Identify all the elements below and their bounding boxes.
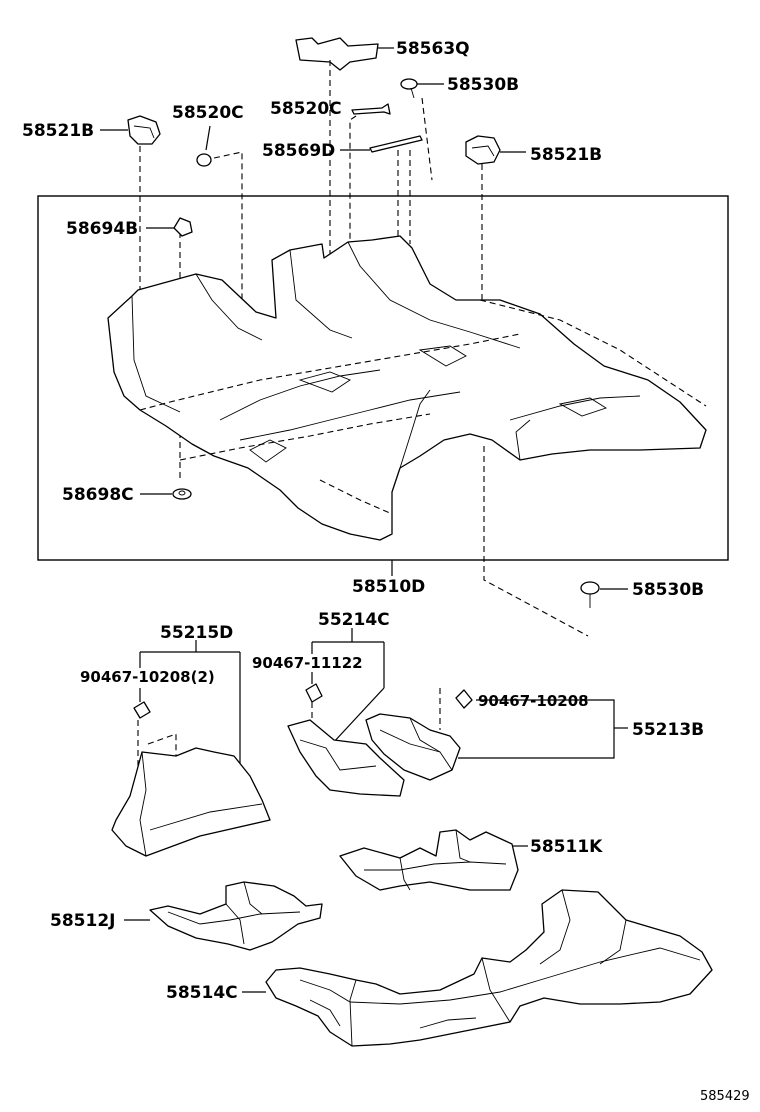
label-55215D: 55215D: [160, 623, 233, 643]
silencer-55213B: [365, 713, 461, 781]
clip-58521B-right: [465, 135, 526, 165]
clip-58694B: [146, 217, 193, 237]
label-58694B: 58694B: [66, 219, 138, 239]
label-58569D: 58569D: [262, 141, 335, 161]
figure-number: 585429: [700, 1089, 750, 1104]
label-55214C: 55214C: [318, 610, 390, 630]
label-58511K: 58511K: [530, 837, 603, 857]
label-58521B-left: 58521B: [22, 121, 94, 141]
rod-58569D: [340, 135, 423, 153]
label-58514C: 58514C: [166, 983, 238, 1003]
silencer-pad-58563Q: [295, 37, 379, 71]
leader-55215D: [139, 640, 241, 768]
label-58530B-bottom: 58530B: [632, 580, 704, 600]
floor-mat-58511K: [339, 829, 528, 891]
label-58521B-right: 58521B: [530, 145, 602, 165]
label-55213B: 55213B: [632, 720, 704, 740]
leader-55213B: [439, 688, 628, 759]
leader-55214C: [311, 628, 385, 745]
label-58563Q: 58563Q: [396, 39, 470, 59]
silencer-55214C: [287, 719, 405, 797]
main-carpet-frame: [37, 195, 729, 561]
label-58520C-left: 58520C: [172, 103, 244, 123]
label-58512J: 58512J: [50, 911, 115, 931]
grommet-58698C: [140, 488, 192, 500]
label-58530B-top: 58530B: [447, 75, 519, 95]
silencer-55215D: [111, 747, 271, 857]
clip-90467-10208-left: [133, 701, 151, 719]
floor-mat-58514C: [242, 889, 713, 1047]
floor-mat-58512J: [124, 881, 323, 951]
floor-carpet-58510D: [107, 235, 707, 541]
label-90467-10208: 90467-10208: [478, 692, 589, 710]
label-90467-10208-2: 90467-10208(2): [80, 668, 215, 686]
label-90467-11122: 90467-11122: [252, 654, 363, 672]
label-58510D: 58510D: [352, 577, 425, 597]
label-58698C: 58698C: [62, 485, 134, 505]
clip-90467-11122: [305, 683, 323, 703]
pin-58520C-left: [196, 125, 212, 167]
clip-58530B-top: [400, 78, 444, 99]
clip-90467-10208-right: [455, 689, 473, 709]
label-58520C-middle: 58520C: [270, 99, 342, 119]
clip-58530B-bottom: [483, 446, 628, 637]
pin-58520C-middle: [351, 103, 391, 115]
clip-58521B-left: [100, 115, 161, 145]
